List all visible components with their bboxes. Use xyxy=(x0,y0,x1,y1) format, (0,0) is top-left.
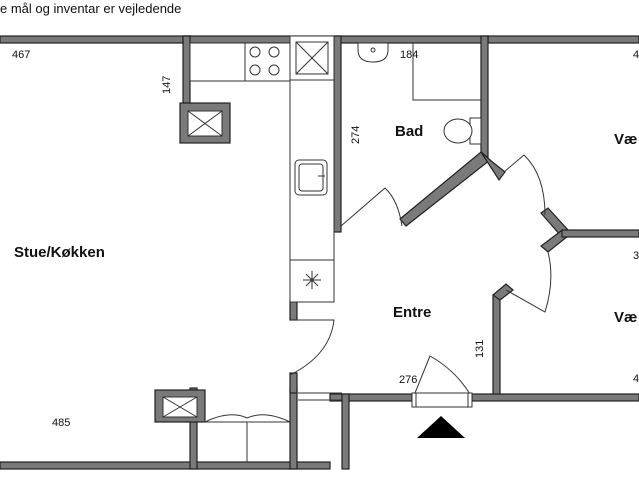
wall-bottom-left xyxy=(0,461,331,470)
wall-storage-right xyxy=(289,387,298,470)
room-label-lower: Væ xyxy=(614,309,637,326)
stove-icon xyxy=(249,46,280,76)
shaft-icon xyxy=(187,110,223,137)
dim-living-bottom: 485 xyxy=(52,417,70,429)
room-lower-door xyxy=(505,251,552,313)
dim-room-lower-partial: 4 xyxy=(633,373,639,385)
closet-front xyxy=(298,392,342,401)
disclaimer-text: e mål og inventar er vejledende xyxy=(0,1,181,16)
entrance-door xyxy=(414,355,471,395)
living-door xyxy=(289,319,335,376)
dim-hall-side: 131 xyxy=(474,340,486,358)
wall-top-right xyxy=(487,35,639,44)
wall-bath-left xyxy=(333,35,342,233)
doors xyxy=(289,154,552,408)
room-label-hall: Entre xyxy=(393,304,431,321)
dim-room-mid-partial: 3 xyxy=(633,250,639,262)
entrance-arrow-icon xyxy=(417,416,465,438)
closet-doors xyxy=(204,414,291,462)
wall-room-lower-diag xyxy=(492,283,514,301)
wall-entry-step xyxy=(341,393,350,470)
room-upper-door xyxy=(503,154,546,216)
storage xyxy=(154,389,291,462)
walls xyxy=(0,35,639,470)
wall-partition-upper xyxy=(289,299,298,321)
bath-fixtures xyxy=(340,42,482,227)
wall-room-lower-left xyxy=(492,294,501,396)
room-label-living-kitchen: Stue/Køkken xyxy=(14,244,105,261)
shaft-icon xyxy=(295,41,329,75)
wall-storage-left xyxy=(189,387,198,470)
sink-icon xyxy=(294,159,328,196)
wall-bottom-hall-b xyxy=(471,393,639,402)
dim-kitchen-side: 147 xyxy=(161,76,173,94)
dim-living-top: 467 xyxy=(12,49,30,61)
dim-kitchen-length: 274 xyxy=(350,126,362,144)
shaft-icon xyxy=(162,396,198,418)
wall-rooms-divider xyxy=(561,229,639,238)
room-label-upper: Væ xyxy=(614,131,637,148)
shower-area xyxy=(412,43,481,101)
bath-door xyxy=(340,187,403,227)
dishwasher-icon xyxy=(303,271,321,289)
washbasin-icon xyxy=(357,42,389,63)
room-label-bath: Bad xyxy=(395,123,423,140)
dim-room-upper-partial: 4 xyxy=(633,49,639,61)
entrance-threshold xyxy=(411,392,473,408)
kitchen-fixtures xyxy=(179,35,335,303)
wall-hall-diag-up xyxy=(480,151,506,182)
wall-kitchen-left xyxy=(182,35,191,104)
wall-top-bath xyxy=(337,35,489,44)
toilet-icon xyxy=(443,117,482,145)
dim-hall-width: 276 xyxy=(399,374,417,386)
wall-partition-lower xyxy=(289,372,298,394)
dim-bath-width: 184 xyxy=(400,49,418,61)
wall-top-left xyxy=(0,35,191,44)
wall-bath-diagonal xyxy=(399,151,491,227)
wall-bath-right xyxy=(480,35,489,159)
